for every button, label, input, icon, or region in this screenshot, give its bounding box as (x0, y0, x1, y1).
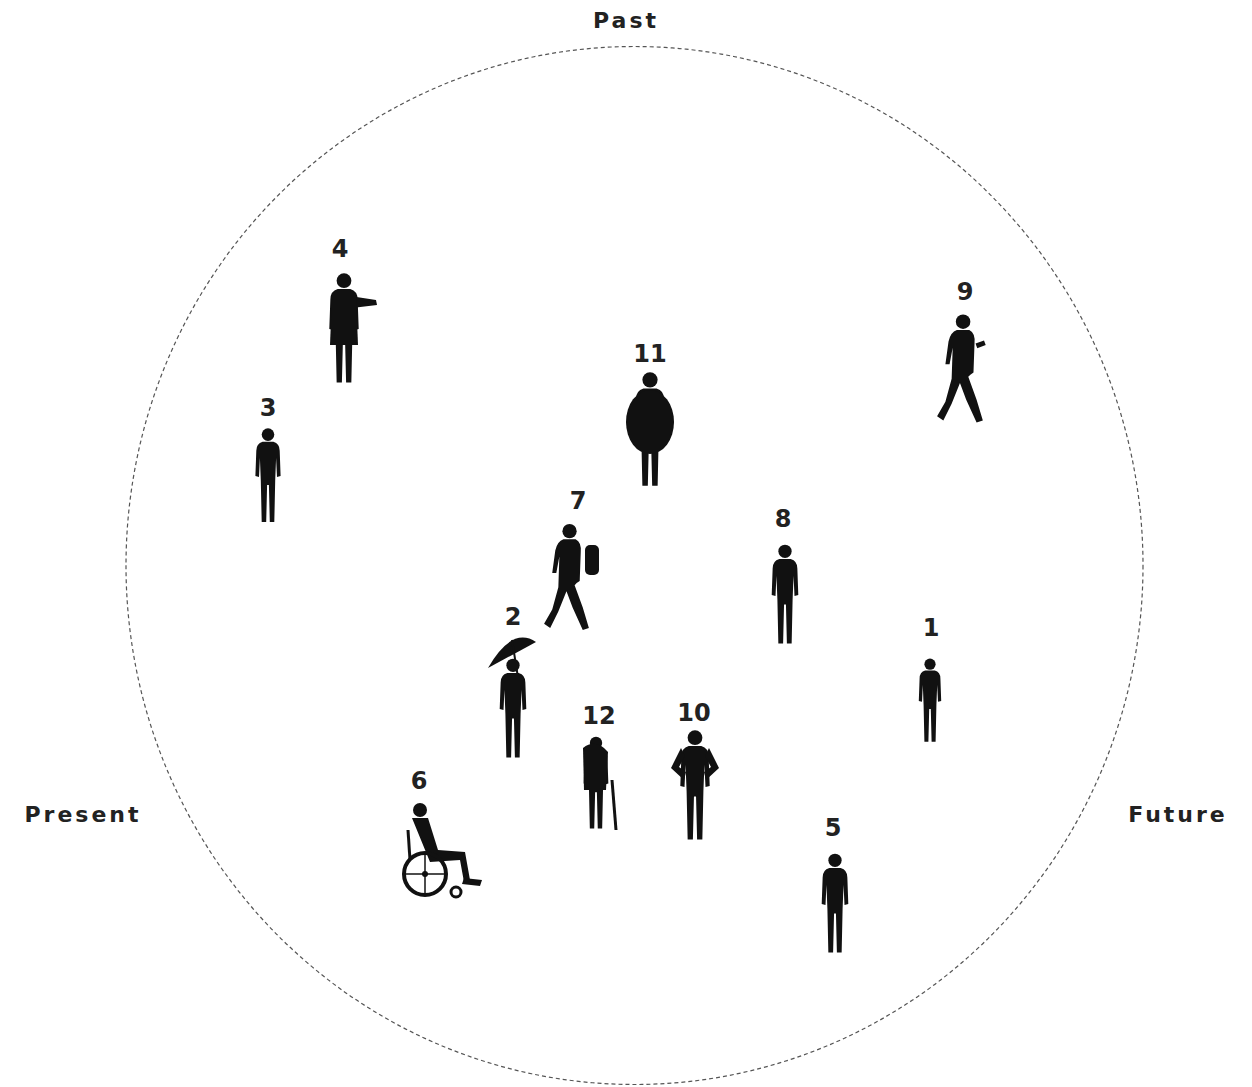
axis-label: Past (593, 9, 659, 33)
callout-number: 4 (332, 236, 349, 262)
callout-number: 7 (570, 488, 587, 514)
callout-number: 6 (411, 768, 428, 794)
callout-number: 1 (923, 615, 940, 641)
axis-label: Future (1128, 803, 1228, 827)
callout-number: 3 (260, 395, 277, 421)
time-circle (126, 47, 1143, 1085)
callout-number: 9 (957, 279, 974, 305)
callout-number: 10 (677, 700, 710, 726)
callout-number: 8 (775, 506, 792, 532)
callout-number: 5 (825, 815, 842, 841)
callout-number: 11 (633, 341, 666, 367)
callout-number: 12 (582, 703, 615, 729)
axis-label: Present (24, 803, 141, 827)
callout-number: 2 (505, 604, 522, 630)
